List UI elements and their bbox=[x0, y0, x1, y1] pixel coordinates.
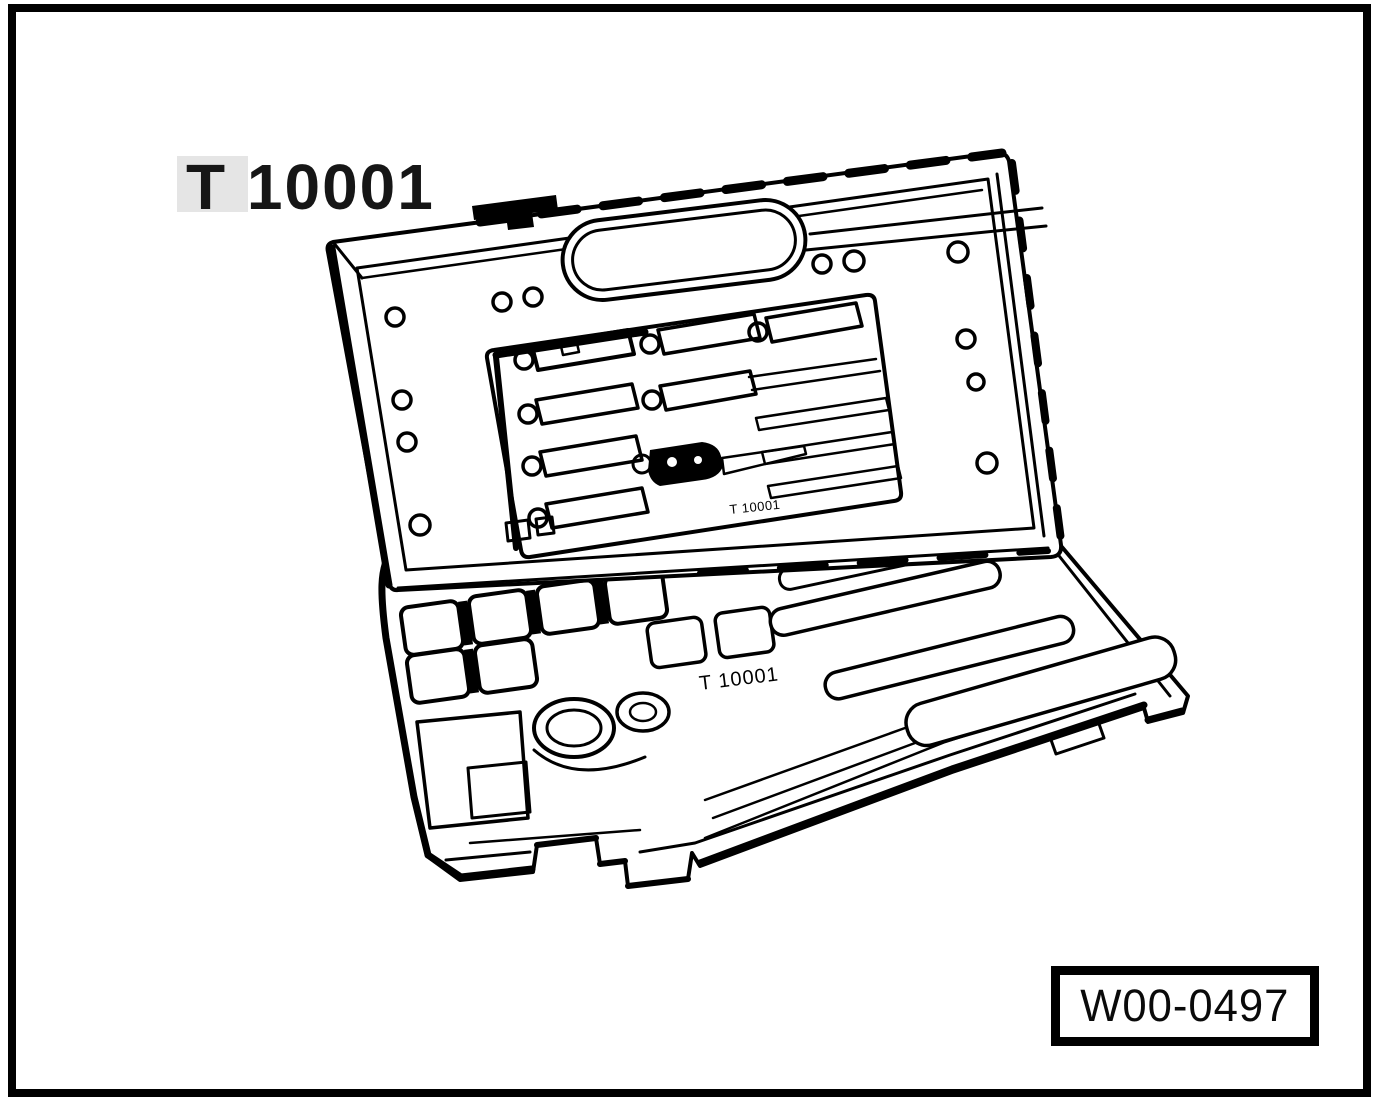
handle-cutout bbox=[560, 198, 808, 302]
bit-tray: T 10001 bbox=[484, 292, 904, 560]
ratchet-dial bbox=[532, 691, 671, 772]
case-lid: T 10001 bbox=[325, 148, 1066, 593]
socket-grid bbox=[398, 568, 776, 705]
figure-number: W00-0497 bbox=[1080, 980, 1290, 1031]
figure-number-box: W00-0497 bbox=[1051, 966, 1319, 1046]
lid-latch bbox=[472, 195, 558, 230]
tool-label: T 10001 bbox=[186, 151, 435, 223]
lid-part-marking: T 10001 bbox=[729, 497, 781, 517]
figure-frame bbox=[8, 4, 1371, 1097]
lid-holes bbox=[384, 240, 999, 537]
case-bottom-tray: T 10001 bbox=[378, 536, 1190, 889]
tool-label-highlight bbox=[177, 156, 248, 212]
